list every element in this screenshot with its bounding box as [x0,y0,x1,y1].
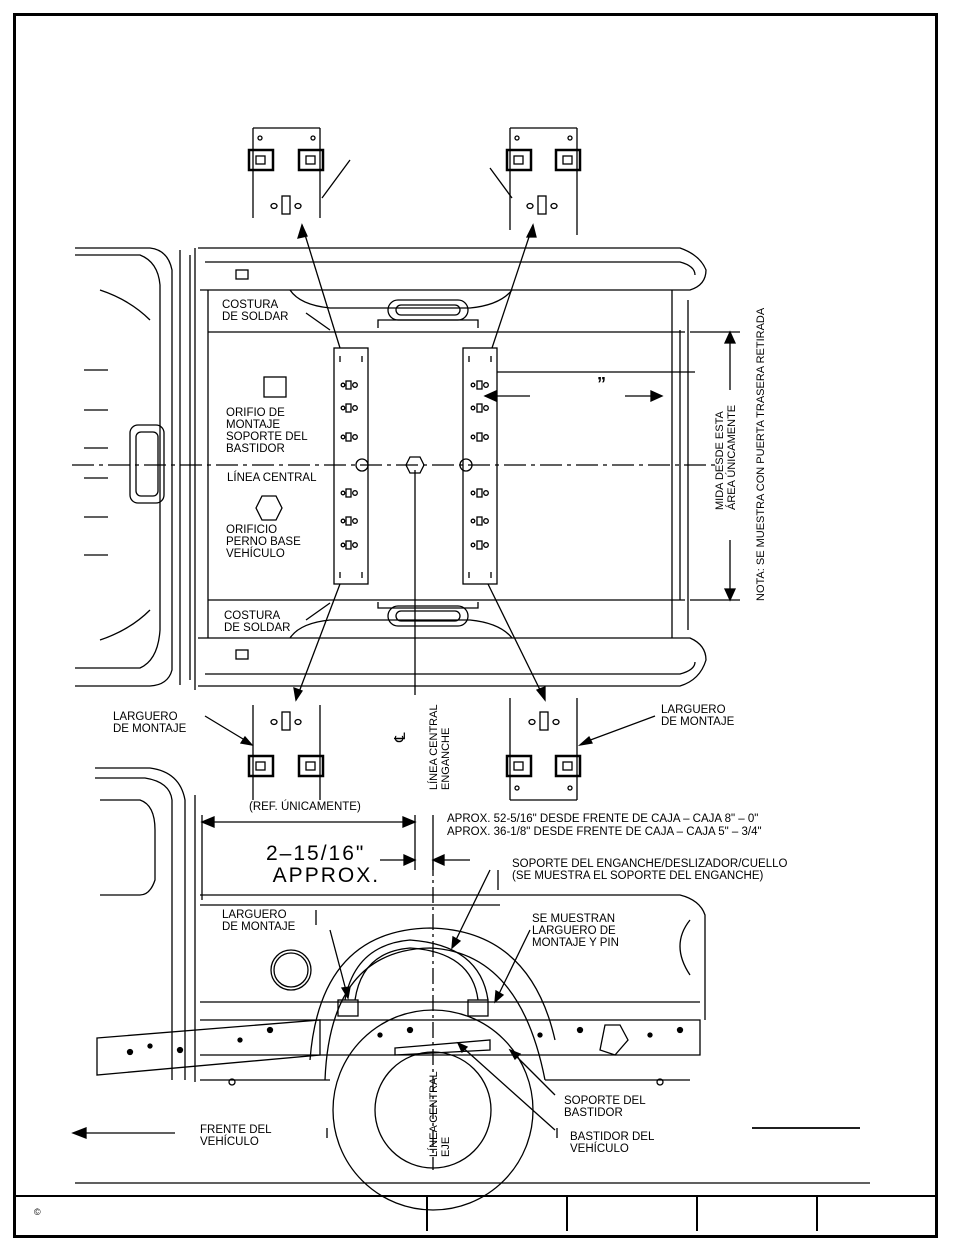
title-block-cell-1 [426,1197,566,1231]
centerline-symbol: ℄ [392,732,409,742]
base-bolt-hole-legend-label: ORIFICIO PERNO BASE VEHÍCULO [226,524,301,560]
rail-and-pin-label: SE MUESTRAN LARGUERO DE MONTAJE Y PIN [532,913,619,949]
approx-dimension-label: 2–15/16" APPROX. [266,842,381,887]
truck-bed-top-view [72,247,720,695]
side-mounting-rail-label: LARGUERO DE MONTAJE [222,909,296,933]
weld-seam-label-bottom: COSTURA DE SOLDAR [224,610,291,634]
bracket-detail-bottom-left [247,705,325,800]
title-block: © [16,1195,936,1231]
tailgate-note: NOTA: SE MUESTRA CON PUERTA TRASERA RETI… [755,307,767,601]
mounting-hole-legend-label: ORIFIO DE MONTAJE SOPORTE DEL BASTIDOR [226,407,308,455]
approx-5ft-bed-label: APROX. 36-1/8" DESDE FRENTE DE CAJA – CA… [447,826,762,838]
centerline-legend-label: LÍNEA CENTRAL [227,472,317,484]
mounting-rail-right [462,347,498,585]
vehicle-frame-label: BASTIDOR DEL VEHÍCULO [570,1131,655,1155]
side-leaders [71,869,870,1184]
quote-mark: ” [597,374,606,394]
weld-seam-label-top: COSTURA DE SOLDAR [222,299,289,323]
title-block-cell-4 [816,1197,936,1231]
bracket-detail-top-right [489,127,582,235]
hitch-support-label: SOPORTE DEL ENGANCHE/DESLIZADOR/CUELLO (… [512,858,788,882]
leader-lines [204,223,656,747]
title-block-cell-2 [566,1197,696,1231]
copyright-symbol: © [34,1207,41,1217]
axle-centerline-label: LÍNEA CENTRAL EJE [428,1071,452,1157]
reference-only-label: (REF. ÚNICAMENTE) [249,801,361,813]
drawing-frame [13,13,938,1238]
measure-markers [483,330,740,602]
cab-top-view [75,247,196,690]
vehicle-front-label: FRENTE DEL VEHÍCULO [200,1124,272,1148]
title-block-cell-3 [696,1197,816,1231]
hitch-centerline-label: LÍNEA CENTRAL ENGANCHE [428,704,452,790]
bracket-detail-bottom-right [505,698,582,801]
dimension-lines [200,815,470,1170]
mounting-rail-label-left: LARGUERO DE MONTAJE [113,711,187,735]
frame-bracket-label: SOPORTE DEL BASTIDOR [564,1095,646,1119]
approx-8ft-bed-label: APROX. 52-5/16" DESDE FRENTE DE CAJA – C… [447,813,759,825]
mounting-rail-left [333,347,369,585]
measure-area-label: MIDA DESDE ESTA ÁREA ÚNICAMENTE [714,404,738,510]
mounting-rail-label-right: LARGUERO DE MONTAJE [661,704,735,728]
bracket-detail-top-left [247,127,351,218]
